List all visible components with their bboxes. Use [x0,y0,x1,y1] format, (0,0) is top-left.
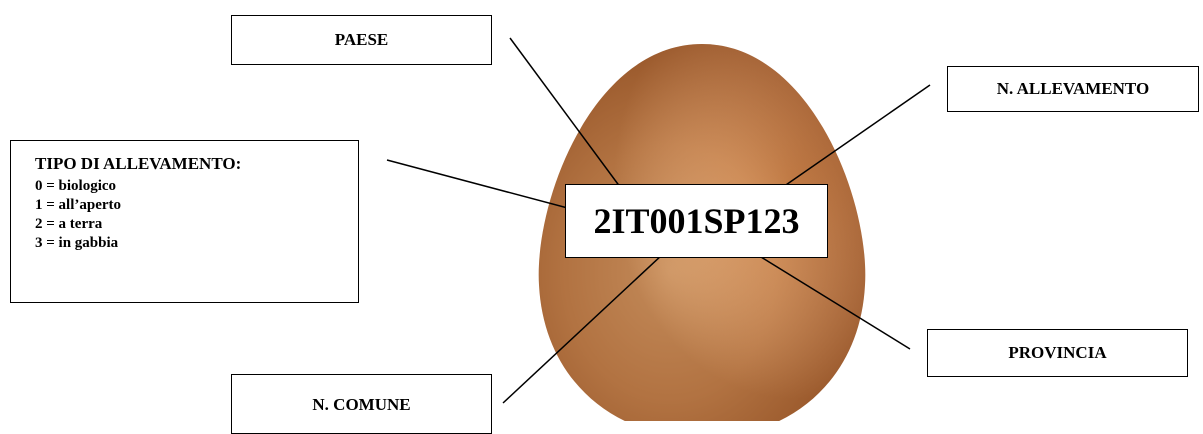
label-n-comune: N. COMUNE [231,374,492,434]
connector-tipo [386,159,595,216]
tipo-item-gabbia: 3 = in gabbia [35,235,119,251]
tipo-list: 0 = biologico 1 = all’aperto 2 = a terra… [35,177,358,253]
egg-code: 2IT001SP123 [565,184,828,258]
tipo-title: TIPO DI ALLEVAMENTO: [35,154,242,173]
tipo-item-aperto: 1 = all’aperto [35,197,122,213]
label-provincia: PROVINCIA [927,329,1188,377]
label-n-allevamento: N. ALLEVAMENTO [947,66,1199,112]
tipo-item-biologico: 0 = biologico [35,178,117,194]
label-paese: PAESE [231,15,492,65]
connector-provincia [747,248,911,350]
connector-paese [509,37,627,196]
tipo-item-terra: 2 = a terra [35,216,103,232]
tipo-allevamento-box: TIPO DI ALLEVAMENTO: 0 = biologico 1 = a… [10,140,359,303]
connector-allevamento [769,84,931,197]
